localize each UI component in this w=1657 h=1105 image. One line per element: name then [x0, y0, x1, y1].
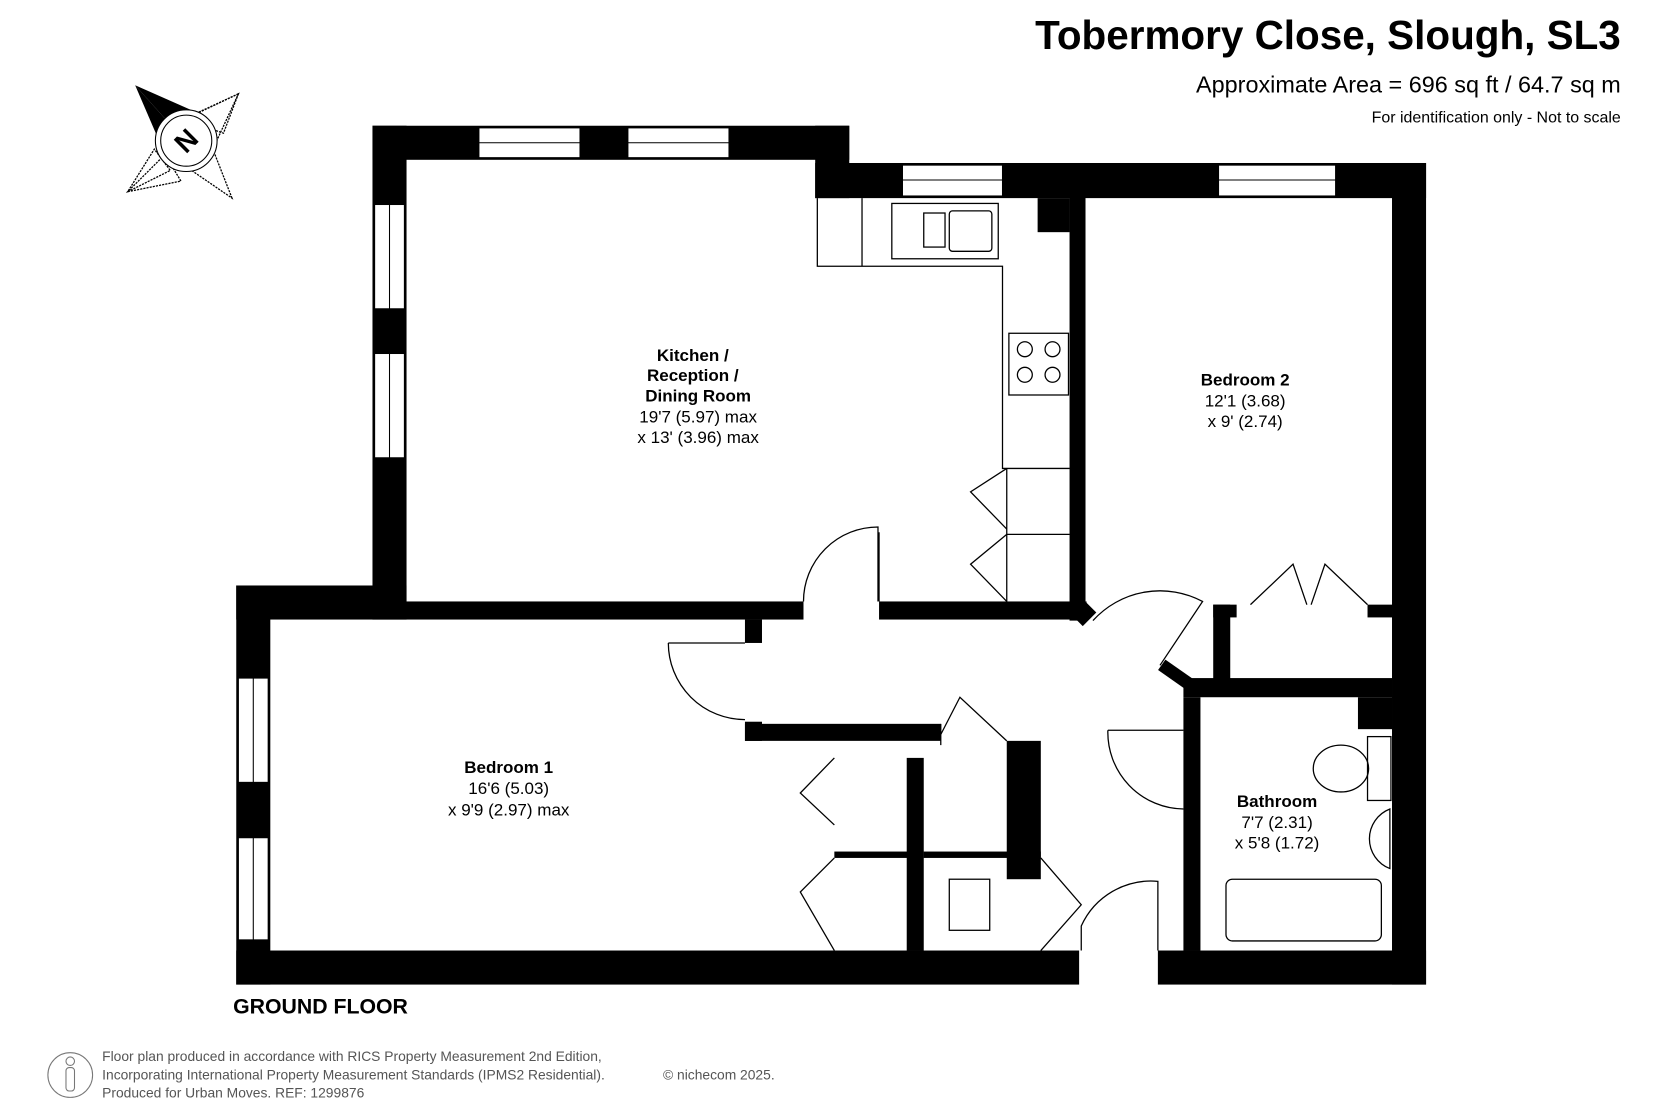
- cupboard-unit: [948, 878, 991, 931]
- room-dimensions: x 5'8 (1.72): [1235, 833, 1320, 852]
- room-bedroom-2: Bedroom 2 12'1 (3.68) x 9' (2.74): [1201, 370, 1290, 431]
- room-name: Reception /: [647, 366, 739, 385]
- property-title: Tobermory Close, Slough, SL3: [1035, 12, 1621, 58]
- basin-icon: [1368, 808, 1391, 870]
- room-name: Bedroom 2: [1201, 370, 1290, 389]
- room-name: Bedroom 1: [464, 758, 553, 777]
- room-dimensions: 12'1 (3.68): [1205, 392, 1286, 411]
- compass-icon: N: [125, 85, 240, 200]
- floor-label: GROUND FLOOR: [233, 994, 408, 1018]
- scale-disclaimer: For identification only - Not to scale: [1372, 110, 1621, 127]
- hob-icon: [1008, 332, 1070, 396]
- room-dimensions: x 13' (3.96) max: [637, 428, 759, 447]
- approximate-area: Approximate Area = 696 sq ft / 64.7 sq m: [1196, 72, 1621, 98]
- room-bathroom: Bathroom 7'7 (2.31) x 5'8 (1.72): [1235, 792, 1320, 853]
- person-icon: [47, 1052, 94, 1098]
- windows: [237, 127, 1337, 941]
- room-kitchen-reception: Kitchen / Reception / Dining Room 19'7 (…: [637, 346, 759, 447]
- room-dimensions: x 9'9 (2.97) max: [448, 800, 570, 819]
- room-dimensions: 16'6 (5.03): [468, 779, 549, 798]
- footer-line-2: Incorporating International Property Mea…: [102, 1066, 605, 1082]
- walls: [236, 125, 1427, 985]
- kitchen-fittings: [816, 198, 1070, 602]
- footer-line-1: Floor plan produced in accordance with R…: [102, 1048, 602, 1064]
- bathroom-fittings: [948, 735, 1392, 942]
- room-dimensions: x 9' (2.74): [1208, 412, 1283, 431]
- room-name: Bathroom: [1237, 792, 1317, 811]
- bath-icon: [1225, 878, 1383, 942]
- room-bedroom-1: Bedroom 1 16'6 (5.03) x 9'9 (2.97) max: [448, 758, 570, 820]
- sink-icon: [891, 202, 999, 260]
- footer-copyright: © nichecom 2025.: [663, 1066, 775, 1082]
- room-dimensions: 7'7 (2.31): [1241, 813, 1312, 832]
- toilet-icon: [1366, 735, 1392, 802]
- room-name: Kitchen /: [657, 346, 729, 365]
- room-dimensions: 19'7 (5.97) max: [639, 408, 757, 427]
- doors: [667, 467, 1368, 951]
- footer-line-3: Produced for Urban Moves. REF: 1299876: [102, 1084, 364, 1100]
- room-name: Dining Room: [645, 386, 751, 405]
